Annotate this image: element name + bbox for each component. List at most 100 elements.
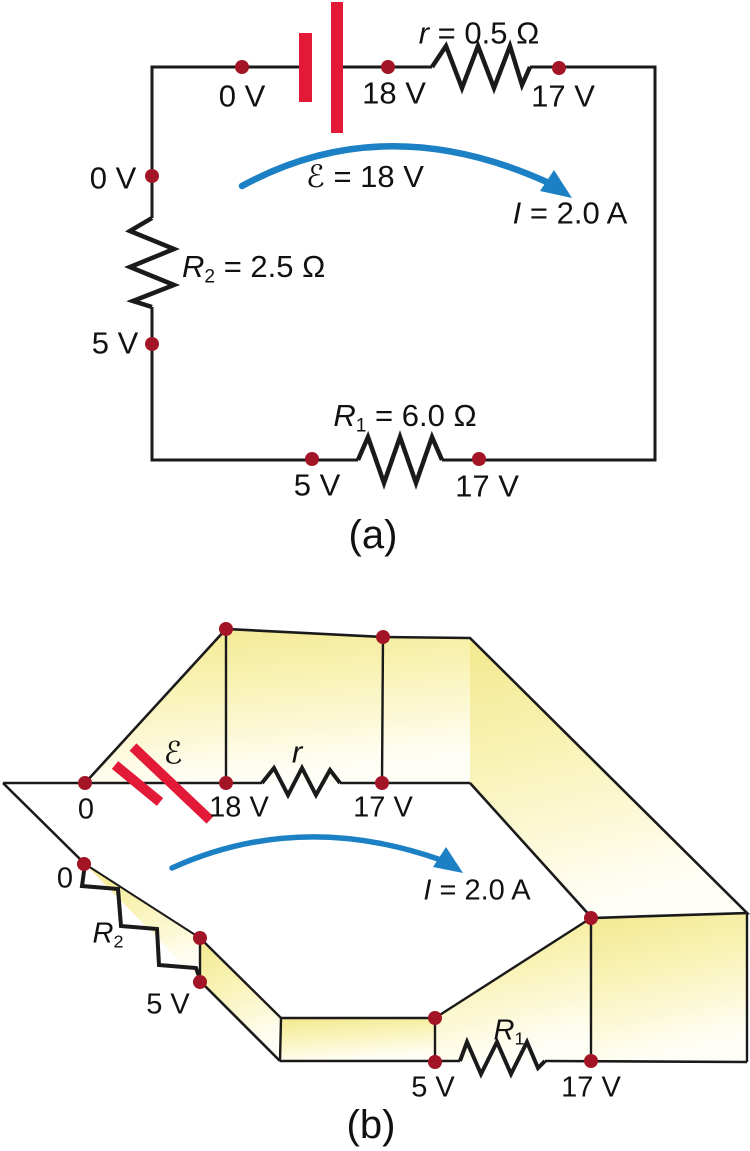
- resistor-r1-zigzag: [355, 430, 445, 490]
- node-b-18v-peak: [219, 622, 233, 636]
- battery-short-plate-icon: [299, 33, 312, 102]
- node-dots-b: [77, 622, 598, 1069]
- node-b-5v-left-top: [193, 931, 207, 945]
- battery-b: [111, 743, 214, 824]
- current-arrow-arc-b: [169, 834, 444, 871]
- node-b-17v-bottom-base: [584, 1054, 598, 1068]
- current-rest: = 2.0 A: [521, 195, 628, 231]
- left-band-top-edge: [199, 937, 282, 1019]
- battery-short-plate-b-icon: [111, 761, 164, 806]
- node-17v-top: [552, 61, 566, 75]
- label-17v-top: 17 V: [531, 78, 595, 114]
- node-b-0-left: [77, 857, 91, 871]
- battery-long-plate-icon: [331, 2, 343, 133]
- node-17v-bottom: [472, 452, 486, 466]
- strip-left-end-edge: [278, 1017, 283, 1062]
- current-arrow-arc: [238, 143, 553, 190]
- current-b-var: I: [423, 874, 432, 907]
- wall-bottom-right-17v: [591, 913, 747, 1062]
- wire-bottom-left: [150, 307, 358, 462]
- node-5v-bottom: [305, 452, 319, 466]
- emf-label-b: ℰ: [163, 735, 183, 772]
- panel-a-circuit: [124, 2, 657, 490]
- node-b-5v-left-base: [193, 975, 207, 989]
- node-b-17v-peak: [376, 630, 390, 644]
- r1-wall-slope-edge: [434, 916, 592, 1020]
- r2-b-var: R: [92, 917, 114, 950]
- r1-value-label: R1 = 6.0 Ω: [333, 400, 476, 436]
- r2-value-label: R2 = 2.5 Ω: [182, 251, 325, 287]
- r-rest: = 0.5 Ω: [429, 15, 540, 51]
- resistor-r-zigzag: [430, 39, 533, 95]
- node-18v: [381, 60, 395, 74]
- base-left-edge-lower: [200, 981, 281, 1062]
- label-b-0-left: 0: [56, 862, 74, 895]
- label-5v-bottom: 5 V: [293, 467, 341, 503]
- r1-rest: = 6.0 Ω: [366, 398, 477, 434]
- r-label-b: r: [291, 734, 303, 770]
- wall-left-5v-band: [200, 938, 281, 1061]
- resistor-r1-zigzag-b: [458, 1036, 547, 1079]
- panel-a-caption: (a): [348, 513, 398, 557]
- r1-sub: 1: [355, 415, 367, 437]
- current-value-label: I = 2.0 A: [513, 198, 628, 229]
- label-b-5v-bottom: 5 V: [411, 1071, 455, 1104]
- current-b-rest: = 2.0 A: [431, 874, 531, 907]
- r1-var: R: [333, 398, 356, 434]
- wall-edge-17v-top: [380, 636, 385, 784]
- node-b-5v-bottom-base: [428, 1055, 442, 1069]
- node-0v-top: [235, 60, 249, 74]
- label-b-5v-left: 5 V: [146, 988, 190, 1021]
- r2-b-sub: 2: [113, 931, 124, 952]
- emf-rest: = 18 V: [324, 159, 424, 194]
- r2-wall-top-edge: [84, 863, 201, 939]
- r-value-label: r = 0.5 Ω: [419, 18, 540, 49]
- r2-var: R: [182, 249, 205, 285]
- r2-sub: 2: [204, 266, 216, 288]
- node-5v-left: [145, 337, 159, 351]
- r1-b-var: R: [493, 1014, 515, 1047]
- wall-r1-drop: [435, 918, 591, 1062]
- label-b-17v-top: 17 V: [353, 791, 413, 824]
- r1-label-b: R1: [493, 1014, 525, 1049]
- node-0v-left: [145, 169, 159, 183]
- panel-b-landscape: [2, 622, 750, 1079]
- current-arrowhead-icon: [540, 170, 572, 198]
- r-var: r: [418, 15, 430, 51]
- panel-b-caption: (b): [346, 1103, 396, 1147]
- base-bottom-wire-right: [544, 1059, 748, 1064]
- base-left-edge-upper: [2, 782, 86, 865]
- node-b-18v-base: [219, 776, 233, 790]
- resistor-r-zigzag-b: [260, 763, 342, 800]
- battery-long-plate-b-icon: [129, 743, 214, 824]
- node-b-0-top: [78, 776, 92, 790]
- emf-value-label: ℰ = 18 V: [306, 161, 424, 193]
- wall-top-emf-r: [85, 629, 470, 783]
- node-b-5v-bottom-top: [428, 1011, 442, 1025]
- current-var: I: [512, 195, 522, 231]
- label-18v: 18 V: [362, 75, 426, 111]
- r1-b-sub: 1: [514, 1028, 525, 1049]
- label-b-18v: 18 V: [209, 791, 269, 824]
- current-label-b: I = 2.0 A: [423, 874, 531, 907]
- emf-var: ℰ: [306, 159, 325, 195]
- resistor-r2-zigzag-b: [79, 863, 203, 983]
- label-5v-left: 5 V: [91, 325, 139, 361]
- wire-right-side: [442, 65, 657, 462]
- current-arrowhead-b-icon: [433, 847, 463, 873]
- potential-walls: [85, 629, 747, 1062]
- label-b-0-top: 0: [77, 793, 95, 826]
- label-b-17v-bottom: 17 V: [561, 1071, 621, 1104]
- r2-label-b: R2: [92, 917, 124, 952]
- wire-top-left: [150, 65, 303, 218]
- wall-bottom-5v-strip: [280, 1018, 435, 1062]
- label-0v-top: 0 V: [218, 78, 266, 114]
- resistor-r2-zigzag: [124, 216, 181, 310]
- label-17v-bottom: 17 V: [455, 468, 519, 504]
- node-b-17v-base: [375, 776, 389, 790]
- r2-rest: = 2.5 Ω: [215, 249, 326, 285]
- label-0v-left: 0 V: [89, 160, 137, 196]
- node-b-17v-bottom-top: [584, 911, 598, 925]
